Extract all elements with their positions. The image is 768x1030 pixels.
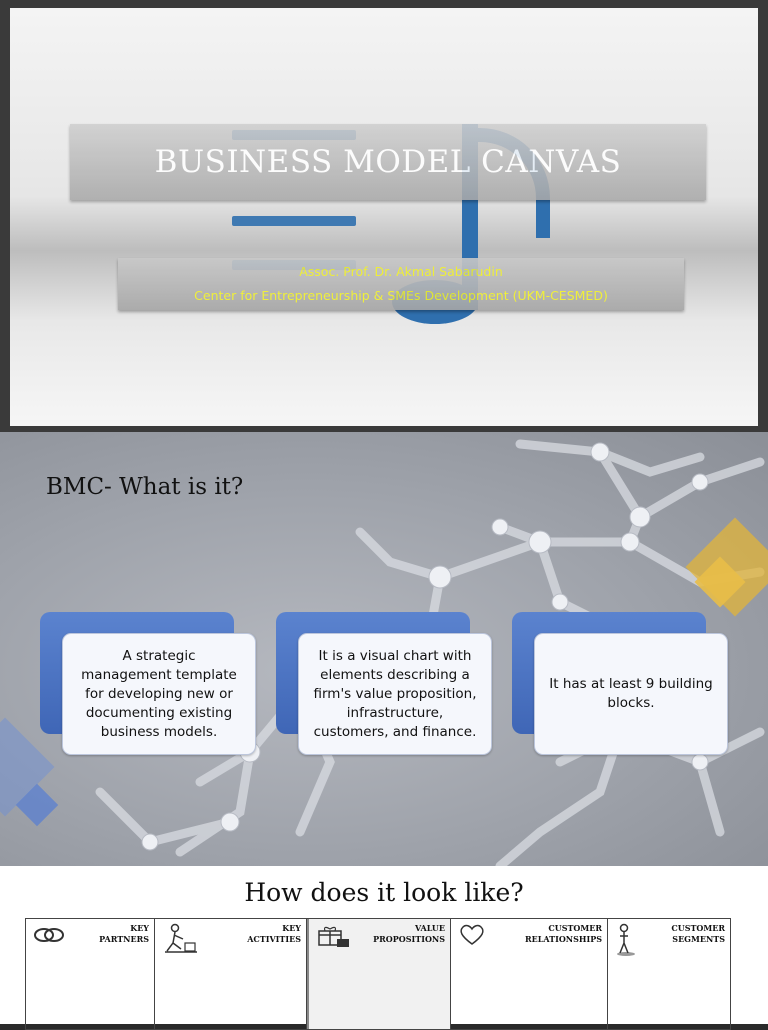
- gift-icon: [318, 926, 349, 947]
- author-affiliation: Center for Entrepreneurship & SMEs Devel…: [194, 288, 608, 303]
- card-text: A strategic management template for deve…: [81, 647, 237, 740]
- canvas-block-label: CUSTOMER RELATIONSHIPS: [525, 923, 602, 944]
- subtitle-banner: Assoc. Prof. Dr. Akmal Sabarudin Center …: [118, 258, 684, 310]
- canvas-block-label: KEY PARTNERS: [99, 923, 149, 944]
- canvas-block-customer-segments: CUSTOMER SEGMENTS: [608, 919, 730, 1029]
- definition-slide: BMC- What is it? A strategic management …: [0, 432, 768, 866]
- canvas-block-key-activities: KEY ACTIVITIES: [155, 919, 307, 1029]
- slide-title: BMC- What is it?: [46, 474, 244, 500]
- definition-card: A strategic management template for deve…: [62, 633, 256, 755]
- definition-card: It has at least 9 building blocks.: [534, 633, 728, 755]
- chain-link-icon: [34, 928, 64, 942]
- person-icon: [617, 923, 635, 956]
- business-model-canvas-grid: KEY PARTNERS KEY ACTIVITIES VALUE PROPOS…: [25, 918, 731, 1030]
- slide-title: BUSINESS MODEL CANVAS: [154, 144, 622, 180]
- title-slide-background: [10, 8, 758, 426]
- canvas-preview-slide: How does it look like? KEY PARTNERS KEY …: [0, 866, 768, 1030]
- author-name: Assoc. Prof. Dr. Akmal Sabarudin: [299, 264, 503, 279]
- worker-icon: [165, 923, 197, 953]
- canvas-block-customer-relationships: CUSTOMER RELATIONSHIPS: [451, 919, 608, 1029]
- canvas-block-value-propositions: VALUE PROPOSITIONS: [307, 919, 451, 1029]
- definition-card: It is a visual chart with elements descr…: [298, 633, 492, 755]
- heart-icon: [460, 924, 484, 945]
- card-text: It is a visual chart with elements descr…: [313, 647, 477, 740]
- title-banner: BUSINESS MODEL CANVAS: [70, 124, 706, 200]
- canvas-block-label: KEY ACTIVITIES: [247, 923, 301, 944]
- title-slide: BUSINESS MODEL CANVAS Assoc. Prof. Dr. A…: [0, 0, 768, 432]
- decorative-bar: [232, 216, 356, 226]
- canvas-block-key-partners: KEY PARTNERS: [26, 919, 155, 1029]
- slide-title: How does it look like?: [244, 878, 524, 907]
- canvas-block-label: VALUE PROPOSITIONS: [373, 923, 445, 944]
- canvas-block-label: CUSTOMER SEGMENTS: [671, 923, 725, 944]
- card-text: It has at least 9 building blocks.: [549, 676, 713, 711]
